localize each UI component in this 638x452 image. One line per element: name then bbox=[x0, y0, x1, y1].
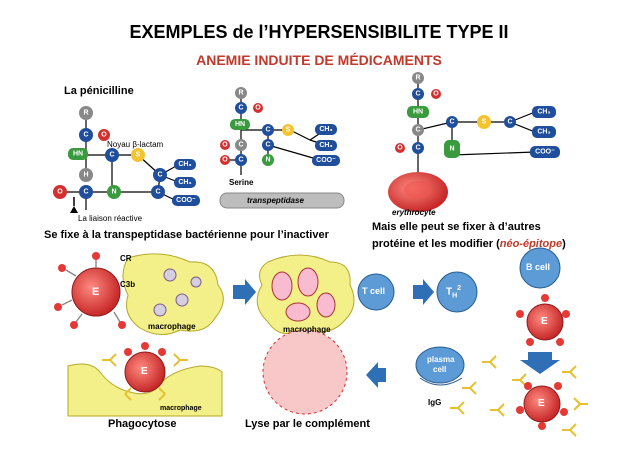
penicillin-label: La pénicilline bbox=[64, 85, 134, 97]
svg-text:O: O bbox=[222, 157, 228, 164]
svg-text:C: C bbox=[415, 127, 420, 134]
cr-label: CR bbox=[120, 254, 132, 263]
erythrocyte-atoms: R C O HN C C S C C O N CH₃ CH₃ COO⁻ bbox=[395, 72, 560, 158]
arrow-2 bbox=[413, 279, 434, 305]
svg-text:C: C bbox=[238, 142, 243, 149]
lysed-cell bbox=[263, 330, 347, 414]
svg-text:CH₃: CH₃ bbox=[319, 142, 332, 149]
svg-text:C: C bbox=[155, 189, 160, 196]
svg-text:C: C bbox=[238, 157, 243, 164]
penicillin-atoms: R C O HN C S H C O N C C CH₃ CH₃ COO⁻ bbox=[53, 106, 200, 206]
th2-label: TH2 bbox=[446, 285, 461, 299]
svg-text:CH₃: CH₃ bbox=[178, 161, 191, 168]
svg-text:C: C bbox=[238, 105, 243, 112]
neo-epitope: néo-épitope bbox=[500, 238, 562, 250]
svg-text:CH₃: CH₃ bbox=[319, 126, 332, 133]
svg-text:C: C bbox=[109, 152, 114, 159]
svg-text:C: C bbox=[415, 145, 420, 152]
svg-text:CH₃: CH₃ bbox=[537, 109, 550, 116]
transpeptidase-label: transpeptidase bbox=[247, 196, 304, 205]
svg-text:N: N bbox=[449, 146, 454, 153]
svg-text:C: C bbox=[507, 119, 512, 126]
macrophage-label-3: macrophage bbox=[160, 405, 202, 412]
svg-text:C: C bbox=[265, 127, 270, 134]
svg-text:C: C bbox=[415, 91, 420, 98]
svg-text:C: C bbox=[449, 119, 454, 126]
bcell-label: B cell bbox=[526, 262, 550, 272]
erythrocyte-label: erythrocyte bbox=[392, 208, 436, 217]
svg-text:S: S bbox=[482, 119, 487, 126]
macrophage-label-1: macrophage bbox=[148, 322, 196, 331]
plasma-label-2: cell bbox=[433, 365, 446, 374]
svg-text:O: O bbox=[57, 189, 63, 196]
igg-antibodies bbox=[450, 356, 588, 436]
e-label-1: E bbox=[92, 286, 99, 298]
svg-text:R: R bbox=[83, 110, 88, 117]
svg-text:S: S bbox=[286, 127, 291, 134]
e-label-2: E bbox=[541, 316, 548, 327]
lyse-label: Lyse par le complément bbox=[245, 418, 370, 430]
e-label-4: E bbox=[141, 366, 148, 377]
svg-text:S: S bbox=[136, 152, 141, 159]
svg-text:N: N bbox=[111, 189, 116, 196]
svg-text:O: O bbox=[255, 105, 261, 112]
arrow-1 bbox=[233, 279, 256, 305]
arrow-left bbox=[366, 362, 386, 388]
plasma-label: plasma bbox=[427, 355, 455, 364]
svg-text:N: N bbox=[265, 157, 270, 164]
svg-text:C: C bbox=[83, 132, 88, 139]
svg-text:O: O bbox=[433, 91, 439, 98]
c3b-label: C3b bbox=[120, 280, 135, 289]
caption-left: Se fixe à la transpeptidase bactérienne … bbox=[44, 229, 329, 241]
svg-text:R: R bbox=[415, 75, 420, 82]
svg-text:O: O bbox=[222, 142, 228, 149]
igg-label: IgG bbox=[428, 398, 441, 407]
svg-text:R: R bbox=[238, 90, 243, 97]
tcell-label: T cell bbox=[362, 286, 385, 296]
serine-label: Serine bbox=[229, 178, 253, 187]
liaison-label: La liaison réactive bbox=[78, 214, 142, 223]
e-label-3: E bbox=[538, 398, 545, 409]
caption-right-line2: protéine et les modifier (néo-épitope) bbox=[372, 238, 566, 250]
svg-text:O: O bbox=[101, 132, 107, 139]
transpeptidase-atoms: R C O HN C S C C O N C O CH₃ CH₃ COO⁻ bbox=[220, 87, 340, 166]
svg-text:O: O bbox=[397, 145, 403, 152]
svg-text:HN: HN bbox=[235, 121, 245, 128]
svg-text:COO⁻: COO⁻ bbox=[176, 197, 196, 204]
svg-text:C: C bbox=[83, 189, 88, 196]
noyau-label: Noyau β-lactam bbox=[107, 140, 163, 149]
svg-text:COO⁻: COO⁻ bbox=[535, 149, 555, 156]
svg-text:H: H bbox=[83, 172, 88, 179]
caption-right-line1: Mais elle peut se fixer à d’autres bbox=[372, 221, 541, 233]
macrophage-label-2: macrophage bbox=[283, 325, 331, 334]
svg-text:CH₃: CH₃ bbox=[537, 129, 550, 136]
svg-text:CH₃: CH₃ bbox=[178, 179, 191, 186]
arrow-down bbox=[520, 352, 560, 374]
svg-text:C: C bbox=[157, 172, 162, 179]
svg-text:C: C bbox=[265, 142, 270, 149]
svg-text:HN: HN bbox=[413, 109, 423, 116]
svg-text:HN: HN bbox=[73, 151, 83, 158]
phagocytose-label: Phagocytose bbox=[108, 418, 176, 430]
svg-text:COO⁻: COO⁻ bbox=[316, 157, 336, 164]
